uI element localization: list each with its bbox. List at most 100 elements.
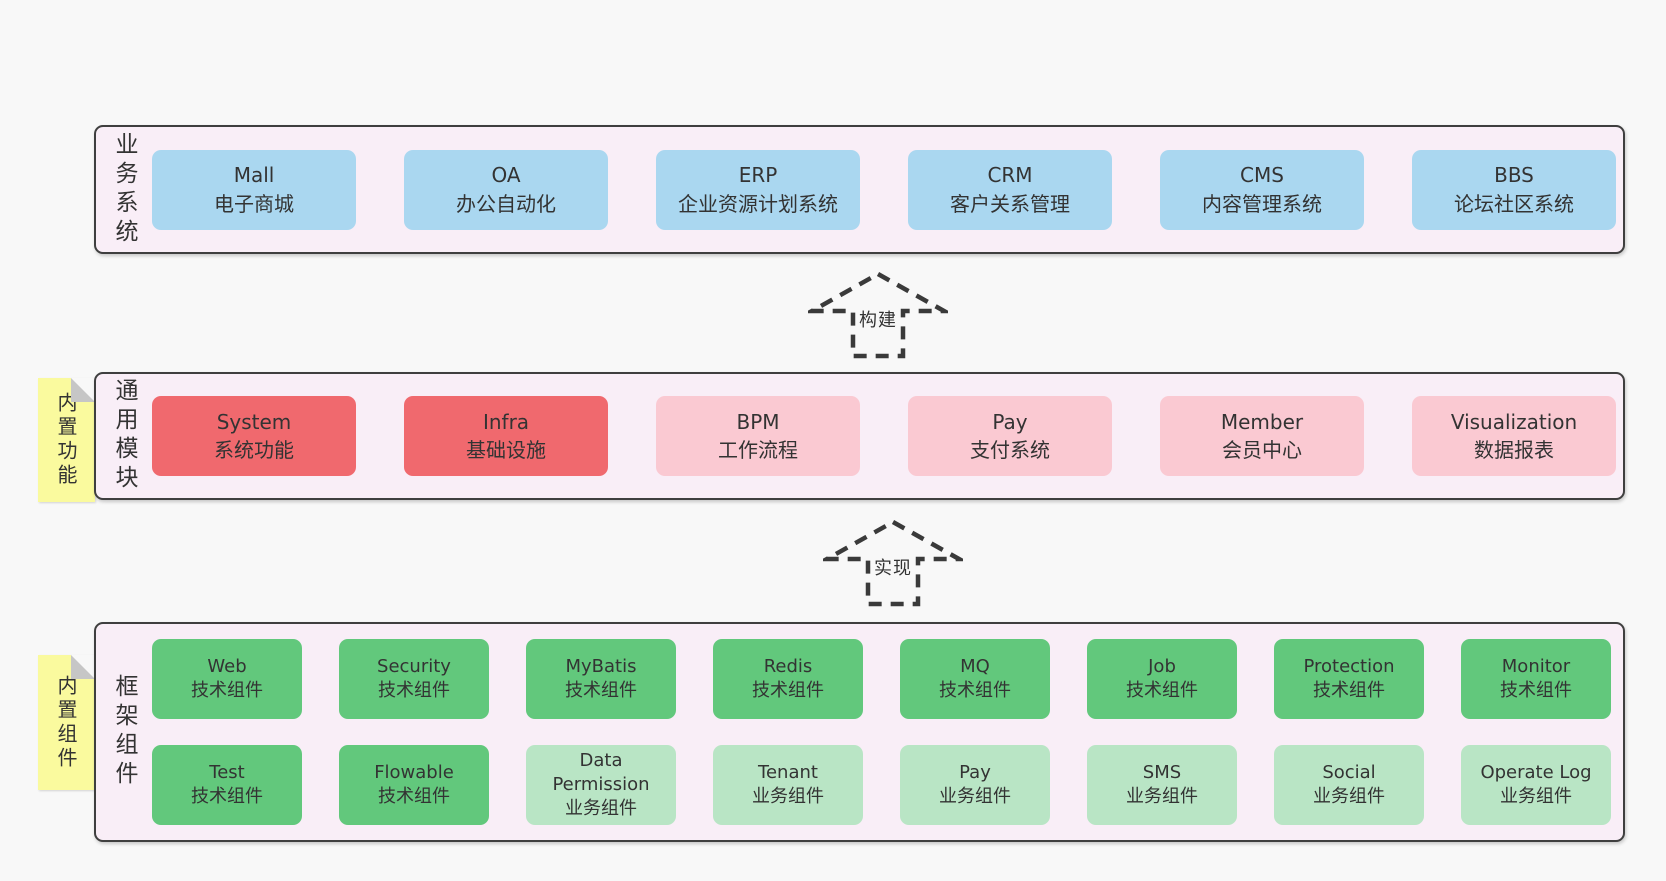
box-redis: Redis 技术组件 [713, 639, 863, 719]
box-operate-log: Operate Log 业务组件 [1461, 745, 1611, 825]
framework-row-1: Web 技术组件 Security 技术组件 MyBatis 技术组件 Redi… [152, 639, 1623, 719]
box-web: Web 技术组件 [152, 639, 302, 719]
box-subtitle: 办公自动化 [456, 191, 556, 216]
sticky-built-in-features: 内置功能 [38, 378, 95, 502]
panel-business-systems: 业务系统 Mall 电子商城 OA 办公自动化 ERP 企业资源计划系统 CRM… [94, 125, 1625, 254]
box-tenant: Tenant 业务组件 [713, 745, 863, 825]
box-subtitle: 电子商城 [214, 191, 294, 216]
box-title: Social [1322, 761, 1376, 783]
box-subtitle: 技术组件 [378, 786, 450, 807]
box-subtitle: 业务组件 [1500, 786, 1572, 807]
box-mall: Mall 电子商城 [152, 149, 356, 230]
box-title: System [216, 409, 292, 434]
box-title: BPM [736, 409, 780, 434]
box-title: Monitor [1501, 655, 1571, 677]
box-title: Redis [763, 655, 813, 677]
panel-label-text: 框架组件 [111, 674, 137, 790]
box-title: MyBatis [565, 655, 637, 677]
box-system: System 系统功能 [152, 396, 356, 476]
box-subtitle: 系统功能 [214, 438, 294, 462]
folded-corner-icon [71, 378, 95, 402]
box-protection: Protection 技术组件 [1274, 639, 1424, 719]
module-boxes: System 系统功能 Infra 基础设施 BPM 工作流程 Pay 支付系统… [152, 374, 1623, 498]
box-title: Job [1148, 655, 1176, 677]
sticky-text: 内置组件 [54, 674, 78, 771]
box-infra: Infra 基础设施 [404, 396, 608, 476]
box-subtitle: 内容管理系统 [1202, 191, 1322, 216]
box-subtitle: 支付系统 [970, 438, 1050, 462]
box-subtitle: 客户关系管理 [950, 191, 1070, 216]
implement-arrow: 实现 [823, 519, 963, 607]
box-title: Member [1220, 409, 1304, 434]
box-title: Tenant [758, 761, 818, 783]
panel-business-vertical-label: 业务系统 [96, 127, 152, 252]
box-title: Operate Log [1480, 761, 1592, 783]
box-title: Protection [1303, 655, 1395, 677]
box-mq: MQ 技术组件 [900, 639, 1050, 719]
box-crm: CRM 客户关系管理 [908, 149, 1112, 230]
box-visualization: Visualization 数据报表 [1412, 396, 1616, 476]
box-title: Visualization [1450, 409, 1578, 434]
box-subtitle: 业务组件 [939, 786, 1011, 807]
box-subtitle: 技术组件 [565, 680, 637, 701]
box-monitor: Monitor 技术组件 [1461, 639, 1611, 719]
box-member: Member 会员中心 [1160, 396, 1364, 476]
box-subtitle: 技术组件 [378, 680, 450, 701]
box-title: Mall [233, 163, 275, 188]
panel-label-text: 通用模块 [111, 378, 137, 494]
implement-arrow-label: 实现 [871, 554, 915, 580]
box-title: Pay [992, 409, 1028, 434]
box-title: Web [207, 655, 247, 677]
panel-modules-vertical-label: 通用模块 [96, 374, 152, 498]
panel-framework-vertical-label: 框架组件 [96, 624, 152, 840]
box-subtitle: 技术组件 [1126, 680, 1198, 701]
box-subtitle: 业务组件 [1313, 786, 1385, 807]
box-flowable: Flowable 技术组件 [339, 745, 489, 825]
box-subtitle: 企业资源计划系统 [678, 191, 838, 216]
up-arrow-icon [823, 519, 963, 607]
build-arrow: 构建 [808, 271, 948, 359]
build-arrow-label: 构建 [856, 306, 900, 332]
box-title: Security [377, 655, 451, 677]
framework-boxes: Web 技术组件 Security 技术组件 MyBatis 技术组件 Redi… [152, 624, 1623, 840]
box-subtitle: 技术组件 [939, 680, 1011, 701]
box-erp: ERP 企业资源计划系统 [656, 149, 860, 230]
panel-common-modules: 通用模块 System 系统功能 Infra 基础设施 BPM 工作流程 Pay… [94, 372, 1625, 500]
box-title: Flowable [374, 761, 454, 783]
box-subtitle: 技术组件 [752, 680, 824, 701]
box-sms: SMS 业务组件 [1087, 745, 1237, 825]
box-pay-system: Pay 支付系统 [908, 396, 1112, 476]
box-mybatis: MyBatis 技术组件 [526, 639, 676, 719]
box-title: MQ [960, 655, 990, 677]
box-subtitle: 业务组件 [565, 798, 637, 820]
up-arrow-icon [808, 271, 948, 359]
box-title: Data Permission [552, 749, 650, 795]
box-data-permission: Data Permission 业务组件 [526, 745, 676, 825]
box-subtitle: 业务组件 [1126, 786, 1198, 807]
box-title: ERP [738, 163, 778, 188]
box-title: BBS [1494, 163, 1534, 188]
box-subtitle: 技术组件 [1313, 680, 1385, 701]
box-title: CMS [1240, 163, 1284, 188]
business-boxes: Mall 电子商城 OA 办公自动化 ERP 企业资源计划系统 CRM 客户关系… [152, 127, 1623, 252]
box-pay-component: Pay 业务组件 [900, 745, 1050, 825]
box-title: Test [209, 761, 245, 783]
box-subtitle: 会员中心 [1222, 438, 1302, 462]
box-subtitle: 数据报表 [1474, 438, 1554, 462]
box-oa: OA 办公自动化 [404, 149, 608, 230]
box-subtitle: 业务组件 [752, 786, 824, 807]
box-subtitle: 基础设施 [466, 438, 546, 462]
box-subtitle: 技术组件 [1500, 680, 1572, 701]
panel-label-text: 业务系统 [111, 131, 137, 248]
framework-row-2: Test 技术组件 Flowable 技术组件 Data Permission … [152, 745, 1623, 825]
box-title: SMS [1142, 761, 1182, 783]
box-job: Job 技术组件 [1087, 639, 1237, 719]
box-cms: CMS 内容管理系统 [1160, 149, 1364, 230]
panel-framework-components: 框架组件 Web 技术组件 Security 技术组件 MyBatis 技术组件… [94, 622, 1625, 842]
sticky-text: 内置功能 [54, 392, 78, 488]
box-subtitle: 技术组件 [191, 680, 263, 701]
box-title: CRM [987, 163, 1033, 188]
folded-corner-icon [71, 655, 95, 679]
box-subtitle: 工作流程 [718, 438, 798, 462]
